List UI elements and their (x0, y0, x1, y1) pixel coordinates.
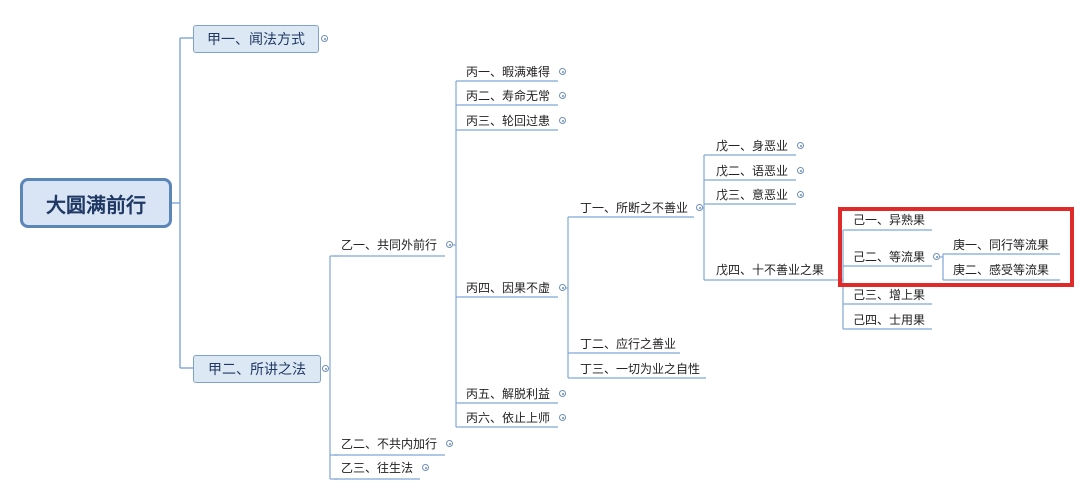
collapse-toggle-icon[interactable] (559, 414, 566, 421)
node-jia2[interactable]: 甲二、所讲之法 (193, 355, 321, 383)
collapse-toggle-icon[interactable] (797, 191, 804, 198)
node-ji[interactable]: 己四、士用果 (853, 313, 926, 327)
node-ji[interactable]: 己一、异熟果 (853, 213, 926, 227)
collapse-toggle-icon[interactable] (797, 167, 804, 174)
collapse-toggle-icon[interactable] (559, 68, 566, 75)
collapse-toggle-icon[interactable] (933, 253, 940, 260)
collapse-toggle-icon[interactable] (797, 142, 804, 149)
node-wu[interactable]: 戊三、意恶业 (716, 188, 789, 202)
node-ding[interactable]: 丁一、所断之不善业 (580, 201, 689, 215)
node-bing[interactable]: 丙五、解脱利益 (466, 387, 551, 401)
collapse-toggle-icon[interactable] (322, 365, 329, 372)
node-geng[interactable]: 庚一、同行等流果 (953, 238, 1050, 252)
node-wu[interactable]: 戊一、身恶业 (716, 139, 789, 153)
node-geng[interactable]: 庚二、感受等流果 (953, 263, 1050, 277)
node-wu[interactable]: 戊四、十不善业之果 (716, 263, 825, 277)
collapse-toggle-icon[interactable] (559, 92, 566, 99)
collapse-toggle-icon[interactable] (446, 440, 453, 447)
node-ding[interactable]: 丁三、一切为业之自性 (580, 362, 701, 376)
collapse-toggle-icon[interactable] (446, 241, 453, 248)
node-yi1[interactable]: 乙一、共同外前行 (341, 238, 438, 252)
collapse-toggle-icon[interactable] (559, 390, 566, 397)
collapse-toggle-icon[interactable] (559, 284, 566, 291)
node-yi2[interactable]: 乙二、不共内加行 (341, 437, 438, 451)
node-bing[interactable]: 丙一、暇满难得 (466, 65, 551, 79)
node-wu[interactable]: 戊二、语恶业 (716, 164, 789, 178)
node-ding[interactable]: 丁二、应行之善业 (580, 337, 677, 351)
node-bing[interactable]: 丙四、因果不虚 (466, 281, 551, 295)
node-ji[interactable]: 己二、等流果 (853, 250, 926, 264)
node-bing[interactable]: 丙三、轮回过患 (466, 114, 551, 128)
node-yi3[interactable]: 乙三、往生法 (341, 461, 414, 475)
collapse-toggle-icon[interactable] (559, 117, 566, 124)
collapse-toggle-icon[interactable] (696, 204, 703, 211)
root-node[interactable]: 大圆满前行 (20, 178, 172, 228)
highlight-box (838, 207, 1074, 287)
collapse-toggle-icon[interactable] (422, 464, 429, 471)
node-ji[interactable]: 己三、增上果 (853, 288, 926, 302)
collapse-toggle-icon[interactable] (321, 35, 328, 42)
node-bing[interactable]: 丙二、寿命无常 (466, 89, 551, 103)
node-bing[interactable]: 丙六、依止上师 (466, 411, 551, 425)
node-jia1[interactable]: 甲一、闻法方式 (193, 25, 319, 53)
